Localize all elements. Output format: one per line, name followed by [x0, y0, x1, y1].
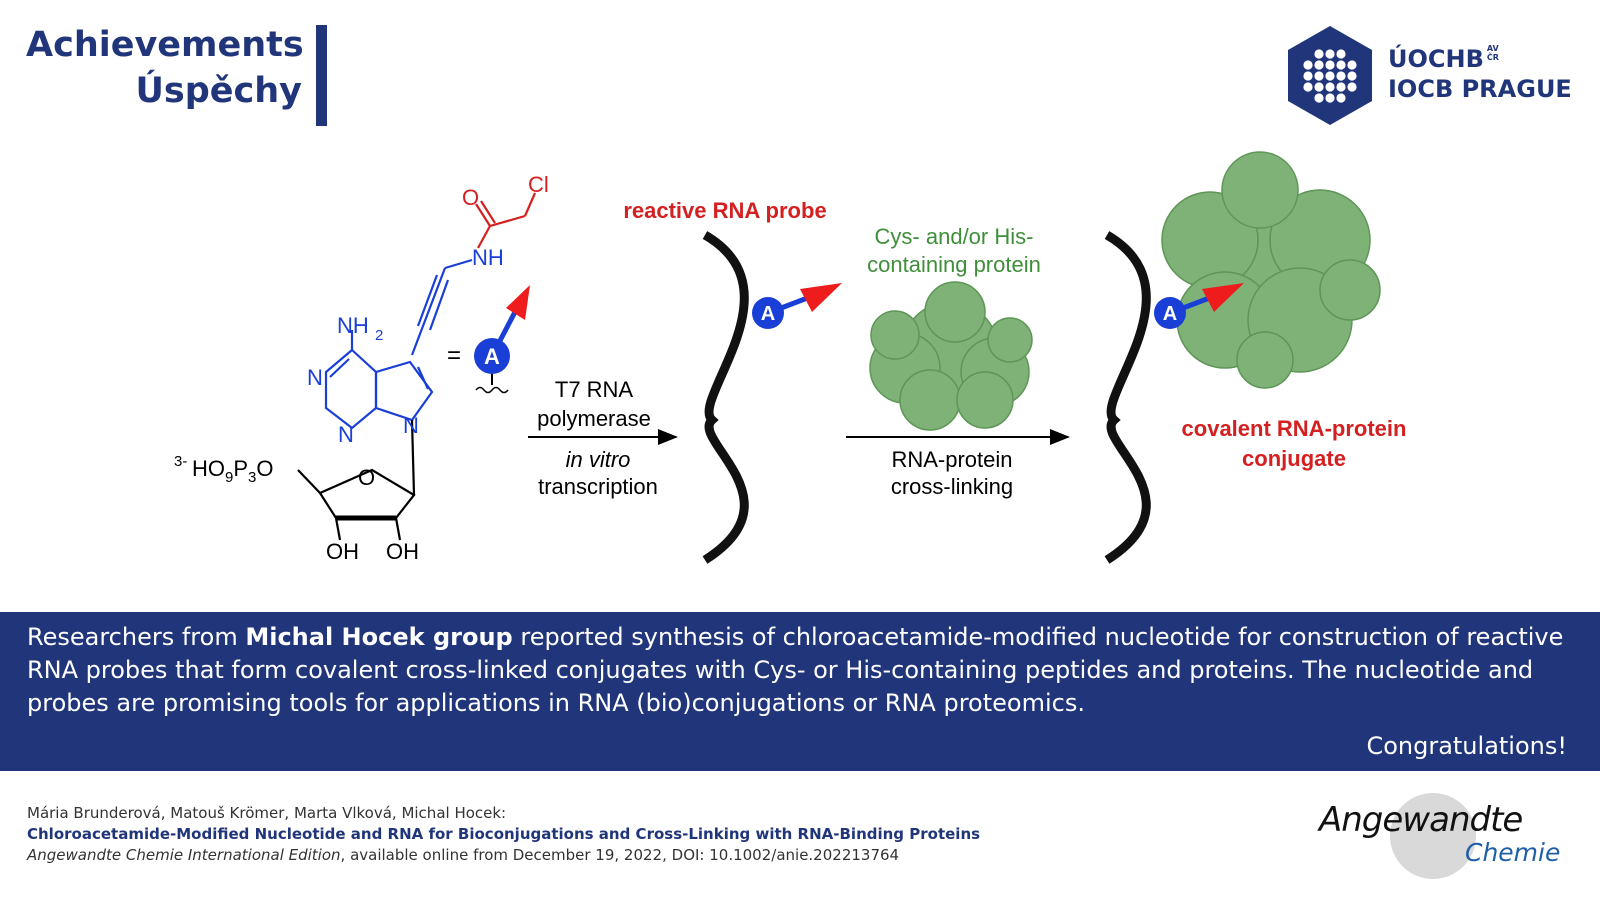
arrow2-line2: cross-linking	[891, 474, 1013, 499]
atom-n2: N	[338, 422, 354, 447]
atom-nh2-sub: 2	[375, 327, 383, 344]
a-symbol-label: A	[484, 344, 500, 369]
atom-cl: Cl	[528, 172, 549, 197]
hydroxyl-3: OH	[326, 539, 359, 564]
hydroxyl-2: OH	[386, 539, 419, 564]
atom-n3: N	[403, 413, 419, 438]
summary-banner: Researchers from Michal Hocek group repo…	[0, 612, 1600, 771]
arrow1-line3: in vitro	[566, 447, 631, 472]
citation-authors: Mária Brunderová, Matouš Krömer, Marta V…	[27, 804, 507, 822]
summary-group-name: Michal Hocek group	[245, 623, 513, 651]
citation-title: Chloroacetamide-Modified Nucleotide and …	[27, 825, 981, 843]
citation-details: , available online from December 19, 202…	[340, 846, 900, 864]
page-title: Achievements Úspěchy	[26, 22, 304, 114]
large-protein-blob	[1161, 151, 1381, 389]
phosphate-sub-9: 9	[225, 469, 233, 486]
arrow2-line1: RNA-protein	[891, 447, 1012, 472]
congratulations-text: Congratulations!	[1366, 732, 1567, 760]
conjugate-line2: conjugate	[1242, 446, 1346, 471]
atom-nh: NH	[472, 245, 504, 270]
logo-iocb-prague: IOCB PRAGUE	[1388, 75, 1572, 103]
phosphate-charge: 3-	[174, 453, 187, 470]
atom-labels: O Cl NH NH 2 N N N O 3- HO9P3O OH OH	[174, 172, 549, 564]
protein-line1: Cys- and/or His-	[875, 224, 1034, 249]
citation: Mária Brunderová, Matouš Krömer, Marta V…	[27, 803, 980, 866]
arrow1-line4: transcription	[538, 474, 658, 499]
modified-a-symbol: A	[474, 285, 530, 394]
rna-strand-2	[1104, 231, 1151, 564]
a-probe-label: A	[761, 303, 775, 325]
angewandte-logo: Angewandte Chemie	[1315, 785, 1575, 885]
atom-o: O	[462, 185, 479, 210]
summary-pre: Researchers from	[27, 623, 246, 651]
summary-text: Researchers from Michal Hocek group repo…	[27, 621, 1587, 720]
arrow1-line1: T7 RNA	[555, 377, 634, 402]
angewandte-logo-circle	[1390, 793, 1476, 879]
protein-blob	[869, 281, 1033, 431]
summary-post: reported synthesis of chloroacetamide-mo…	[27, 623, 1564, 717]
title-accent-bar	[316, 25, 327, 126]
a-conjugate-label: A	[1163, 303, 1177, 325]
phosphate-p: P	[233, 456, 248, 481]
conjugate-line1: covalent RNA-protein	[1182, 416, 1407, 441]
atom-nh2: NH	[337, 313, 369, 338]
citation-journal: Angewandte Chemie International Edition	[27, 846, 341, 864]
reactive-probe-label: reactive RNA probe	[623, 198, 826, 223]
angewandte-logo-line1: Angewandte	[1319, 800, 1523, 840]
conjugate-modification: A	[1154, 283, 1244, 329]
citation-source: Angewandte Chemie International Edition,…	[27, 845, 980, 866]
equals-sign: =	[447, 342, 461, 369]
arrow1-line2: polymerase	[537, 406, 651, 431]
logo-av: AV	[1486, 44, 1499, 53]
rna-strand-1	[702, 231, 749, 564]
logo-uochb: ÚOCHB	[1388, 45, 1484, 73]
phosphate-ho: HO	[192, 456, 225, 481]
angewandte-logo-line2: Chemie	[1465, 838, 1561, 867]
ring-oxygen: O	[358, 465, 375, 490]
rna-probe-modification: A	[752, 283, 842, 329]
phosphate-sub-3: 3	[248, 469, 256, 486]
protein-line2: containing protein	[867, 252, 1041, 277]
reaction-scheme: O Cl NH NH 2 N N N O 3- HO9P3O OH OH = A…	[174, 151, 1407, 564]
atom-n1: N	[307, 365, 323, 390]
iocb-hexagon-icon	[1288, 26, 1372, 125]
title-czech: Úspěchy	[135, 71, 302, 111]
phosphate-o: O	[256, 456, 273, 481]
title-english: Achievements	[26, 25, 304, 65]
phosphate-group: HO9P3O	[192, 456, 274, 486]
logo-cr: ČR	[1486, 53, 1499, 62]
nucleotide-structure	[297, 192, 537, 541]
